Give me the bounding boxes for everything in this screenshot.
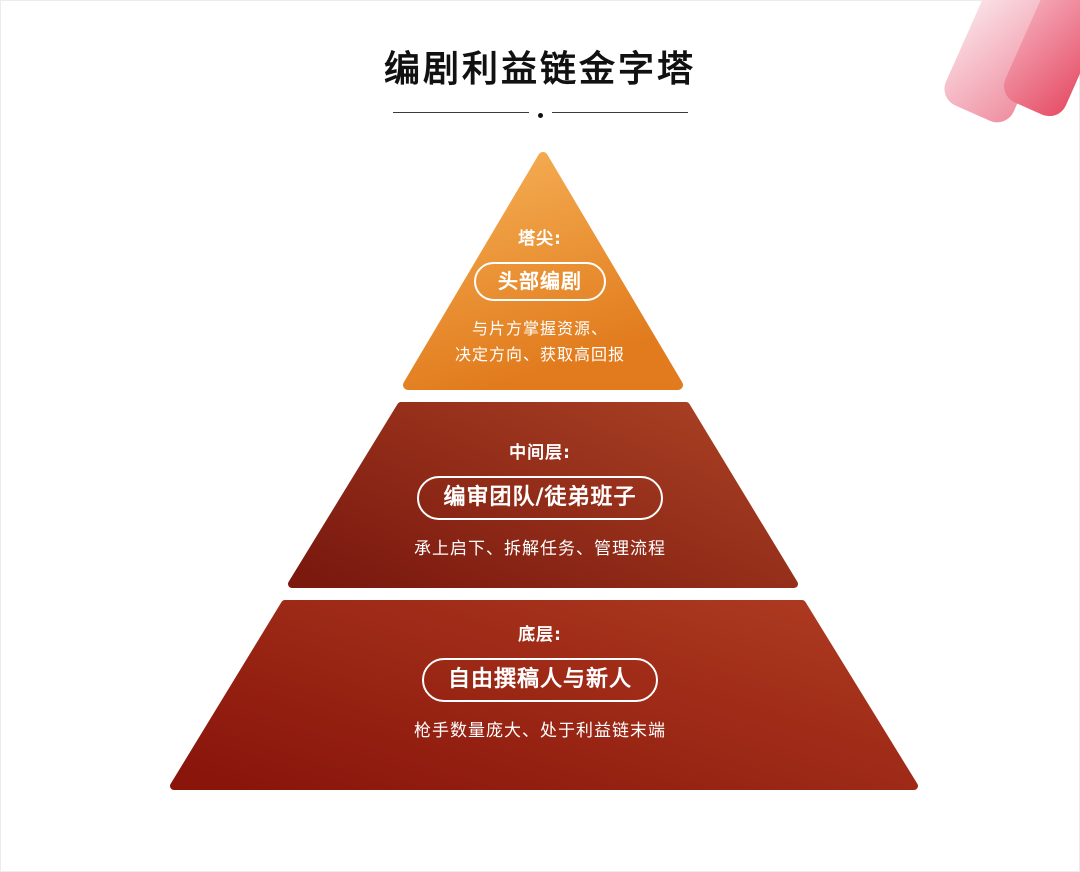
tier-bottom-name: 自由撰稿人与新人: [447, 667, 632, 692]
tier-top-name-pill: 头部编剧: [474, 262, 606, 301]
title-divider: [0, 110, 1080, 118]
title-block: 编剧利益链金字塔: [0, 40, 1080, 118]
divider-line-left: [392, 112, 529, 113]
tier-middle-level-label: 中间层:: [509, 443, 571, 463]
tier-bottom-desc-line1: 枪手数量庞大、处于利益链末端: [414, 720, 666, 741]
tier-top-desc-line2: 决定方向、获取高回报: [454, 345, 625, 365]
corner-logo-front-shape: [1003, 0, 1080, 117]
tier-middle-text: 中间层: 编审团队/徒弟班子 承上启下、拆解任务、管理流程: [0, 438, 1080, 563]
tier-bottom-level-label: 底层:: [518, 625, 562, 645]
tier-top-desc-line1: 与片方掌握资源、: [471, 319, 608, 338]
corner-logo: [944, 0, 1080, 123]
tier-bottom-desc: 枪手数量庞大、处于利益链末端: [0, 717, 1080, 745]
tier-top-text: 塔尖: 头部编剧 与片方掌握资源、 决定方向、获取高回报: [0, 224, 1080, 369]
tier-middle-name-pill: 编审团队/徒弟班子: [417, 476, 663, 520]
tier-bottom-text: 底层: 自由撰稿人与新人 枪手数量庞大、处于利益链末端: [0, 620, 1080, 745]
tier-top-name: 头部编剧: [498, 269, 582, 293]
tier-middle-name: 编审团队/徒弟班子: [443, 485, 637, 510]
tier-top-desc: 与片方掌握资源、 决定方向、获取高回报: [0, 316, 1080, 369]
tier-middle-desc-line1: 承上启下、拆解任务、管理流程: [414, 538, 666, 559]
tier-bottom-name-pill: 自由撰稿人与新人: [421, 658, 658, 702]
tier-middle-desc: 承上启下、拆解任务、管理流程: [0, 535, 1080, 563]
tier-top-level-label: 塔尖:: [518, 229, 562, 249]
divider-dot: [537, 113, 543, 118]
divider-line-right: [551, 112, 688, 113]
page-title: 编剧利益链金字塔: [383, 49, 696, 90]
corner-logo-back-shape: [944, 0, 1066, 123]
